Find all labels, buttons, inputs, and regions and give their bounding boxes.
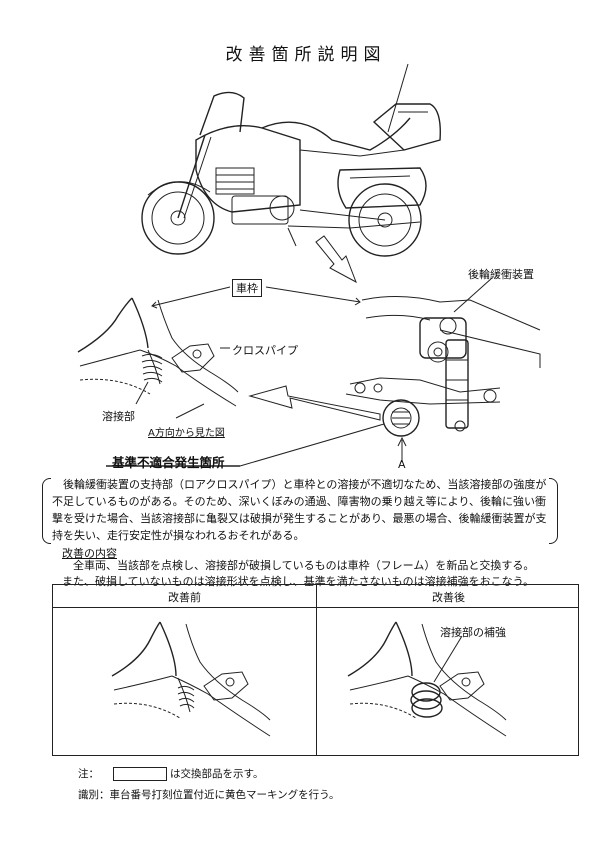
comparison-header-row	[53, 585, 578, 608]
rear-suspension-label: 後輪緩衝装置	[468, 268, 534, 281]
zoom-arrow	[315, 235, 357, 284]
replacement-part-legend-box	[113, 767, 167, 781]
before-header: 改善前	[168, 591, 201, 604]
improvement-heading: 改善の内容	[62, 547, 117, 560]
weld-detail-view	[77, 297, 239, 419]
frame-label: 車枠	[232, 279, 262, 297]
after-header: 改善後	[432, 591, 465, 604]
defect-arrow	[248, 385, 381, 421]
after-drawing	[347, 621, 507, 737]
point-a-label: A	[398, 458, 406, 471]
motorcycle-illustration	[141, 63, 441, 257]
weld-label: 溶接部	[102, 410, 135, 423]
view-from-a-label: A方向から見た図	[148, 428, 225, 439]
cross-pipe-label: クロスパイプ	[232, 344, 298, 357]
document-title: 改善箇所説明図	[225, 45, 387, 65]
bracket-left	[42, 478, 51, 544]
before-drawing	[111, 621, 271, 737]
bracket-right	[549, 478, 558, 544]
rear-suspension-detail-view	[345, 277, 541, 462]
note-row: 注： は交換部品を示す。	[78, 766, 263, 781]
defect-location-label: 基準不適合発生箇所	[112, 455, 225, 470]
weld-reinforcement-label: 溶接部の補強	[440, 626, 506, 639]
note-text: は交換部品を示す。	[170, 768, 264, 780]
defect-description: 後輪緩衝装置の支持部（ロアクロスパイプ）と車枠との溶接が不適切なため、当該溶接部…	[42, 476, 558, 544]
comparison-divider	[316, 585, 317, 755]
identification-note: 識別：車台番号打刻位置付近に黄色マーキングを行う。	[78, 789, 340, 801]
improvement-line: 全車両、当該部を点検し、溶接部が破損しているものは車枠（フレーム）を新品と交換す…	[73, 559, 535, 572]
note-label: 注：	[78, 768, 99, 780]
comparison-table: 改善前 改善後	[52, 584, 579, 756]
description-text: 後輪緩衝装置の支持部（ロアクロスパイプ）と車枠との溶接が不適切なため、当該溶接部…	[52, 478, 547, 542]
